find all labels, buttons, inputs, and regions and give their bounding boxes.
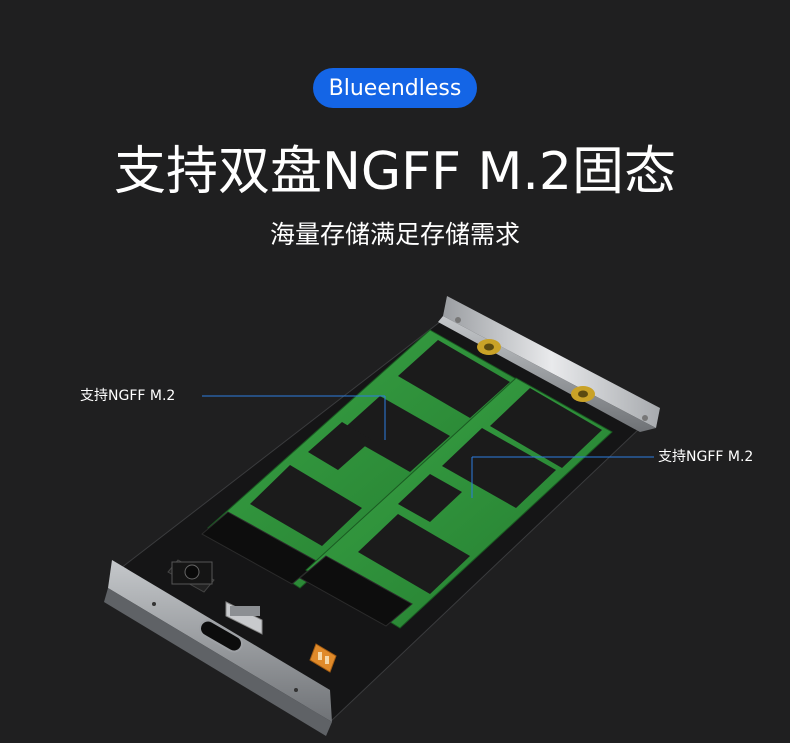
ssd-chip — [398, 340, 510, 418]
dip-switch-icon — [309, 643, 337, 673]
ssd-chip — [358, 514, 470, 594]
brand-name: Blueendless — [328, 75, 462, 101]
m2-connector — [299, 555, 413, 627]
screw-gold-icon — [477, 339, 501, 355]
front-end-cap — [104, 560, 332, 736]
ssd-chip — [308, 422, 372, 470]
subheadline: 海量存储满足存储需求 — [269, 220, 520, 249]
ssd-chip — [250, 465, 362, 546]
brand-pill: Blueendless — [313, 68, 477, 108]
ssd-chip — [490, 388, 602, 468]
ssd-chip — [398, 474, 462, 522]
callout-left-label: 支持NGFF M.2 — [80, 388, 176, 404]
ssd-card-left — [201, 329, 526, 589]
ssd-card-right — [299, 377, 613, 629]
headline: 支持双盘NGFF M.2固态 — [113, 142, 677, 202]
callout-right-label: 支持NGFF M.2 — [658, 449, 754, 465]
micro-usb-port-icon — [225, 601, 263, 635]
tactile-button-icon — [167, 559, 215, 593]
ssd-chip — [442, 428, 556, 508]
usb-c-port-icon — [199, 619, 243, 653]
screw-gold-icon — [571, 386, 595, 402]
m2-connector — [201, 511, 319, 585]
callout-left — [202, 395, 386, 440]
callout-right — [471, 456, 654, 498]
ssd-chip — [340, 396, 450, 472]
